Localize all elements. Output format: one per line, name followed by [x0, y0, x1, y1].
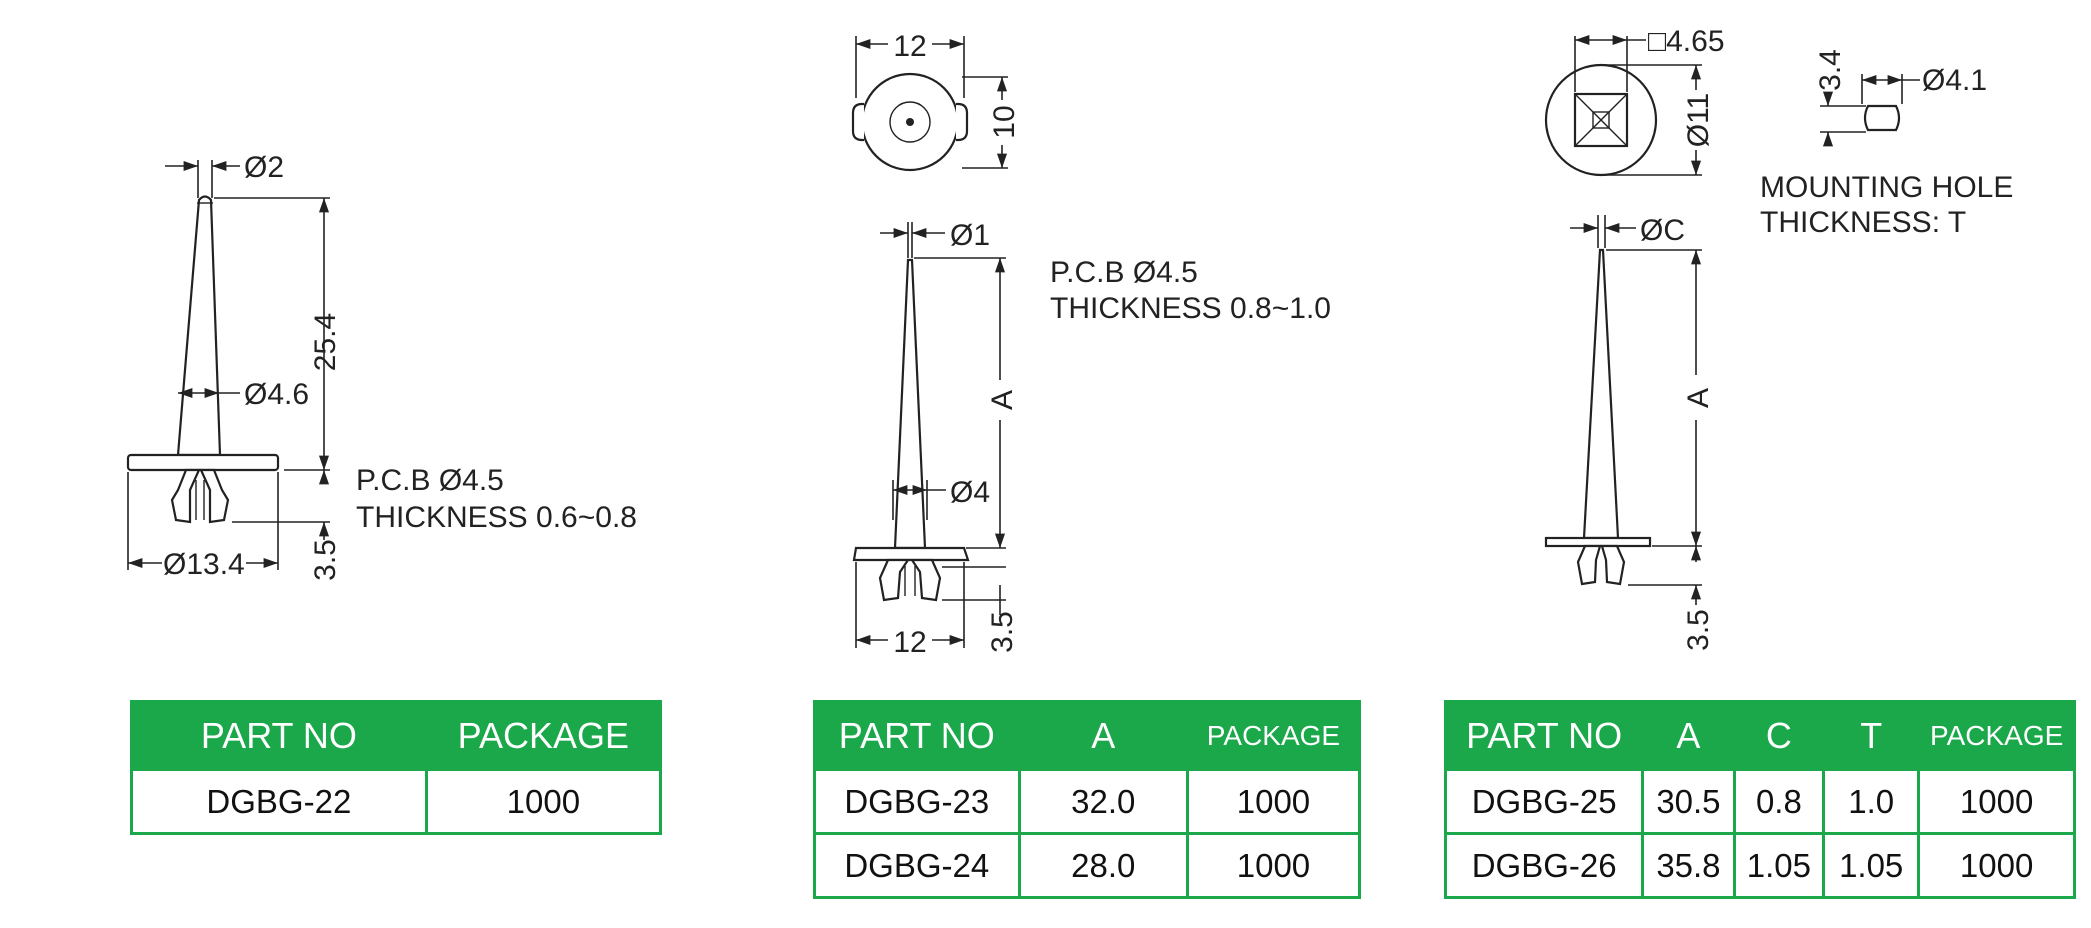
table-header: PART NO [130, 700, 428, 771]
spec-table-3: PART NO A C T PACKAGE DGBG-25 30.5 0.8 1… [1443, 700, 2076, 899]
table-cell: 1000 [1185, 832, 1362, 899]
table-cell: 1000 [424, 768, 663, 835]
table-header: PACKAGE [424, 700, 663, 771]
dim-height: A [1682, 388, 1715, 408]
spec-table-2: PART NO A PACKAGE DGBG-23 32.0 1000 DGBG… [813, 700, 1362, 899]
table-cell: 1.05 [1732, 832, 1826, 899]
table-header: PART NO [1443, 700, 1645, 771]
dim-base-dia: Ø13.4 [163, 548, 245, 581]
table-cell: 1000 [1917, 768, 2076, 835]
note-pcb: P.C.B Ø4.5 [1050, 256, 1198, 289]
drawing-1-support-post: Ø2 25.4 Ø4.6 Ø13.4 3.5 P.C.B Ø4.5 THICKN… [126, 151, 637, 581]
table-cell: DGBG-26 [1443, 832, 1645, 899]
table-cell: DGBG-23 [813, 768, 1021, 835]
dim-shaft-dia: Ø4.6 [244, 378, 309, 411]
table-cell: 0.8 [1732, 768, 1826, 835]
dim-clip-h: 3.5 [309, 539, 342, 581]
drawing-2-support-post: 12 10 Ø1 A Ø4 1 [851, 30, 1331, 659]
table-cell: 28.0 [1017, 832, 1189, 899]
table-cell: DGBG-24 [813, 832, 1021, 899]
dim-tip-dia: ØC [1640, 214, 1685, 247]
dim-hole-dia: Ø4.1 [1922, 64, 1987, 97]
dim-height: A [986, 390, 1019, 410]
drawing-3-support-post: □4.65 Ø11 Ø4.1 3.4 MOUNTING HOLE THICKNE… [1544, 25, 2013, 651]
dim-top-w: 12 [893, 30, 926, 63]
table-header: PART NO [813, 700, 1021, 771]
table-row: DGBG-25 30.5 0.8 1.0 1000 [1443, 768, 2076, 835]
dim-circle-dia: Ø11 [1682, 93, 1715, 147]
note-thickness: THICKNESS 0.6~0.8 [356, 501, 637, 534]
dim-clip-h: 3.5 [986, 611, 1019, 653]
table-cell: 1000 [1185, 768, 1362, 835]
table-row: DGBG-22 1000 [130, 768, 663, 835]
table-row: DGBG-26 35.8 1.05 1.05 1000 [1443, 832, 2076, 899]
note-pcb: P.C.B Ø4.5 [356, 464, 504, 497]
dim-base-w: 12 [893, 626, 926, 659]
dim-square: □4.65 [1648, 25, 1725, 58]
table-cell: 30.5 [1641, 768, 1736, 835]
dim-tip-dia: Ø2 [244, 151, 284, 184]
dim-shaft-dia: Ø4 [950, 476, 990, 509]
dim-top-h: 10 [988, 105, 1021, 138]
table-header: PACKAGE [1917, 700, 2076, 771]
table-row: DGBG-23 32.0 1000 [813, 768, 1362, 835]
table-header: T [1822, 700, 1921, 771]
table-header: C [1732, 700, 1826, 771]
table-header: A [1017, 700, 1189, 771]
spec-table-1: PART NO PACKAGE DGBG-22 1000 [130, 700, 663, 835]
dim-hole-h: 3.4 [1814, 49, 1847, 91]
note-mounting-hole: MOUNTING HOLE [1760, 171, 2013, 204]
dim-height: 25.4 [309, 313, 342, 371]
note-thickness: THICKNESS: T [1760, 206, 1966, 239]
note-thickness: THICKNESS 0.8~1.0 [1050, 292, 1331, 325]
table-cell: 32.0 [1017, 768, 1189, 835]
dim-tip-dia: Ø1 [950, 219, 990, 252]
table-cell: 35.8 [1641, 832, 1736, 899]
table-cell: DGBG-25 [1443, 768, 1645, 835]
table-cell: DGBG-22 [130, 768, 428, 835]
dim-clip-h: 3.5 [1682, 609, 1715, 651]
table-header: PACKAGE [1185, 700, 1362, 771]
table-cell: 1.05 [1822, 832, 1921, 899]
table-header: A [1641, 700, 1736, 771]
table-cell: 1000 [1917, 832, 2076, 899]
table-row: DGBG-24 28.0 1000 [813, 832, 1362, 899]
table-cell: 1.0 [1822, 768, 1921, 835]
